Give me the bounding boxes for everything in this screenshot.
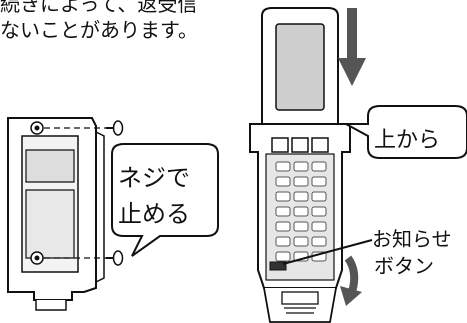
wall-holder-diagram: [7, 117, 124, 311]
phone-screen: [275, 23, 325, 111]
screw-callout-text-line-1: ネジで: [118, 164, 190, 192]
screw-callout-text-line-2: 止める: [118, 200, 190, 228]
intro-text-line-2: ないことがあります。: [0, 18, 198, 42]
notice-button-label-line-2: ボタン: [374, 254, 434, 278]
notice-button-icon: [269, 261, 287, 271]
screw-speech-bubble: [111, 143, 219, 257]
lower-screw-icon: [106, 250, 124, 266]
notice-button-label-line-1: お知らせ: [372, 227, 452, 251]
upper-screw-icon: [106, 120, 124, 136]
notice-button-leader-line: [282, 239, 373, 265]
curved-arrow-icon: [340, 255, 362, 306]
top-callout-text: 上から: [374, 128, 441, 153]
down-arrow-icon: [338, 8, 366, 86]
intro-text-line-1: 続きによって、返受信: [0, 0, 198, 16]
phone-diagram: [249, 7, 351, 323]
